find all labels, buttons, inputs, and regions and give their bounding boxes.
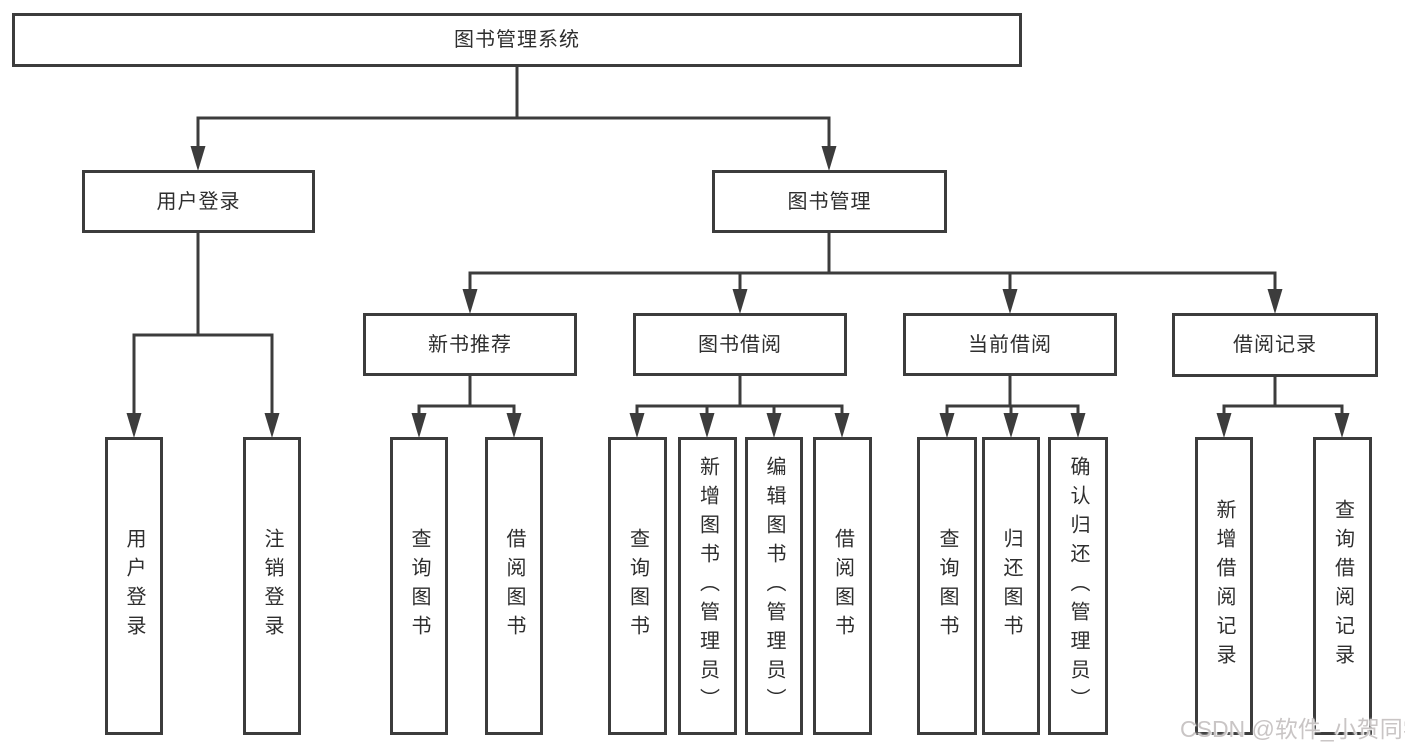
leaf-add-borrow-record: 新增借阅记录: [1195, 437, 1253, 735]
node-label: 查询图书: [936, 528, 958, 644]
node-new-book-recommend: 新书推荐: [363, 313, 577, 376]
node-label: 新增借阅记录: [1213, 499, 1235, 673]
node-label: 确认归还（管理员）: [1067, 455, 1089, 717]
node-label: 图书管理: [787, 190, 872, 213]
node-label: 查询图书: [626, 528, 649, 644]
node-label: 用户登录: [123, 528, 145, 644]
leaf-logout-login: 注销登录: [243, 437, 301, 735]
node-current-borrowing: 当前借阅: [903, 313, 1117, 376]
leaf-borrow-books-recommend: 借阅图书: [485, 437, 543, 735]
node-user-login: 用户登录: [82, 170, 315, 233]
node-label: 新增图书（管理员）: [696, 455, 719, 717]
leaf-query-books-borrowing: 查询图书: [608, 437, 667, 735]
leaf-edit-books-admin: 编辑图书（管理员）: [745, 437, 803, 735]
leaf-query-borrow-record: 查询借阅记录: [1313, 437, 1372, 735]
node-label: 借阅图书: [831, 528, 854, 644]
leaf-confirm-return-admin: 确认归还（管理员）: [1048, 437, 1108, 735]
node-library-management-system: 图书管理系统: [12, 13, 1022, 67]
node-label: 新书推荐: [428, 333, 512, 356]
node-label: 借阅记录: [1233, 334, 1317, 356]
node-label: 归还图书: [1000, 528, 1022, 644]
leaf-user-login: 用户登录: [105, 437, 163, 735]
node-book-management: 图书管理: [712, 170, 947, 233]
node-borrowing-records: 借阅记录: [1172, 313, 1378, 377]
leaf-return-books: 归还图书: [982, 437, 1040, 735]
node-label: 查询借阅记录: [1331, 499, 1354, 673]
node-label: 注销登录: [261, 528, 283, 644]
leaf-query-books-recommend: 查询图书: [390, 437, 448, 735]
node-book-borrowing: 图书借阅: [633, 313, 847, 376]
leaf-add-books-admin: 新增图书（管理员）: [678, 437, 737, 735]
node-label: 图书管理系统: [454, 29, 580, 51]
leaf-query-books-current: 查询图书: [917, 437, 977, 735]
csdn-watermark: CSDN @软件_小贺同学: [1180, 716, 1405, 742]
node-label: 借阅图书: [503, 528, 525, 644]
node-label: 图书借阅: [698, 333, 782, 356]
node-label: 查询图书: [408, 528, 430, 644]
node-label: 当前借阅: [968, 333, 1052, 356]
node-label: 用户登录: [156, 190, 241, 213]
leaf-borrow-books-borrowing: 借阅图书: [813, 437, 872, 735]
node-label: 编辑图书（管理员）: [763, 455, 785, 717]
